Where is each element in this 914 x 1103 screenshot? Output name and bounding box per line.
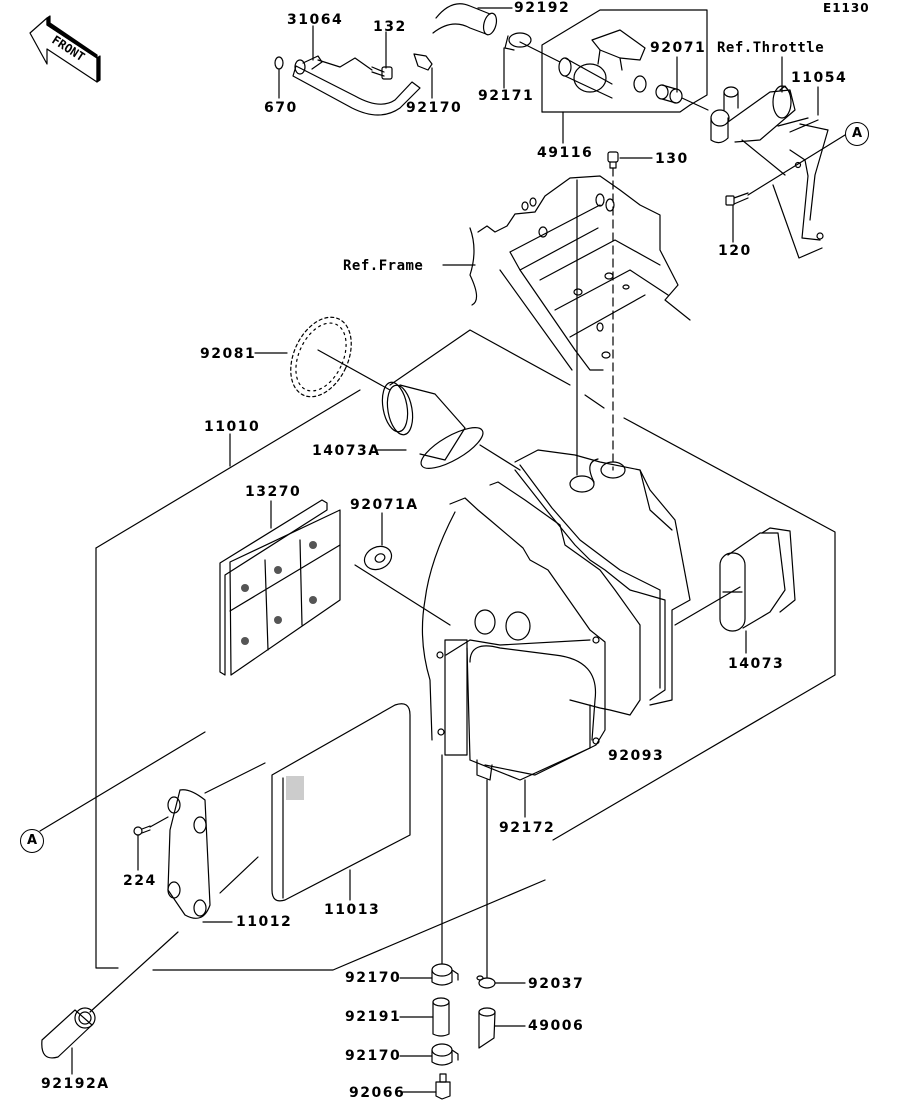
part-label-92192A[interactable]: 92192A [41,1076,110,1092]
part-label-49116[interactable]: 49116 [537,145,594,161]
callout-leader-top [747,134,846,196]
holder-11012 [167,789,211,919]
clamp-92171 [504,32,532,51]
element-11013 [271,703,411,902]
callout-a-top[interactable]: A [845,122,869,146]
bracket-49116 [541,9,708,113]
cap-92071 [655,84,683,104]
outline-11010 [95,547,119,969]
part-label-11012[interactable]: 11012 [236,914,293,930]
duct-14073 [719,527,796,632]
part-label-92037[interactable]: 92037 [528,976,585,992]
part-label-670[interactable]: 670 [264,100,298,116]
gasket-92093 [489,481,641,716]
clip-92170-top [413,53,433,71]
airbox-front-cover [421,497,606,781]
grommet-92071A [363,545,393,571]
part-label-31064[interactable]: 31064 [287,12,344,28]
part-label-92192[interactable]: 92192 [514,0,571,16]
airbox-back [514,449,691,706]
plug-92037 [476,975,496,989]
part-label-92170-a[interactable]: 92170 [345,970,402,986]
spring-92081 [290,316,352,398]
clamp-92170-b [431,1043,459,1066]
part-label-92171[interactable]: 92171 [478,88,535,104]
pipe-31064 [274,55,421,116]
part-label-92071A[interactable]: 92071A [350,497,419,513]
diagram-code: E1130 [823,1,870,15]
tube-92191 [432,997,450,1037]
part-label-11013[interactable]: 11013 [324,902,381,918]
bolt-120 [725,192,749,206]
screen-13270 [219,499,341,676]
ref-frame-label[interactable]: Ref.Frame [343,258,424,274]
plug-92066 [435,1073,451,1100]
part-label-92093[interactable]: 92093 [608,748,665,764]
hose-92192A [41,1007,96,1059]
screw-224 [133,825,151,836]
part-label-13270[interactable]: 13270 [245,484,302,500]
throttle-assembly [710,85,829,259]
ref-throttle-label[interactable]: Ref.Throttle [717,40,825,56]
valve-49116 [558,29,647,99]
part-label-92066[interactable]: 92066 [349,1085,406,1101]
leader-lines [71,7,819,1093]
part-label-14073A[interactable]: 14073A [312,443,381,459]
callout-leader-bottom [39,731,206,832]
hose-92192 [432,3,498,36]
part-label-92191[interactable]: 92191 [345,1009,402,1025]
part-label-92170-b[interactable]: 92170 [345,1048,402,1064]
part-label-11010[interactable]: 11010 [204,419,261,435]
duct-14073A [381,381,484,469]
callout-a-bottom[interactable]: A [20,829,44,853]
part-label-11054[interactable]: 11054 [791,70,848,86]
frame [469,175,691,371]
cap-49006 [478,1007,496,1049]
part-label-132[interactable]: 132 [373,19,407,35]
part-label-92081[interactable]: 92081 [200,346,257,362]
front-arrow-icon: FRONT [29,15,101,83]
part-label-120[interactable]: 120 [718,243,752,259]
part-label-49006[interactable]: 49006 [528,1018,585,1034]
bolt-130 [607,151,619,169]
part-label-130[interactable]: 130 [655,151,689,167]
part-label-224[interactable]: 224 [123,873,157,889]
part-label-14073[interactable]: 14073 [728,656,785,672]
bolt-132 [371,66,393,80]
part-label-92170-top[interactable]: 92170 [406,100,463,116]
part-label-92172[interactable]: 92172 [499,820,556,836]
part-label-92071[interactable]: 92071 [650,40,707,56]
clamp-92170-a [431,963,459,986]
